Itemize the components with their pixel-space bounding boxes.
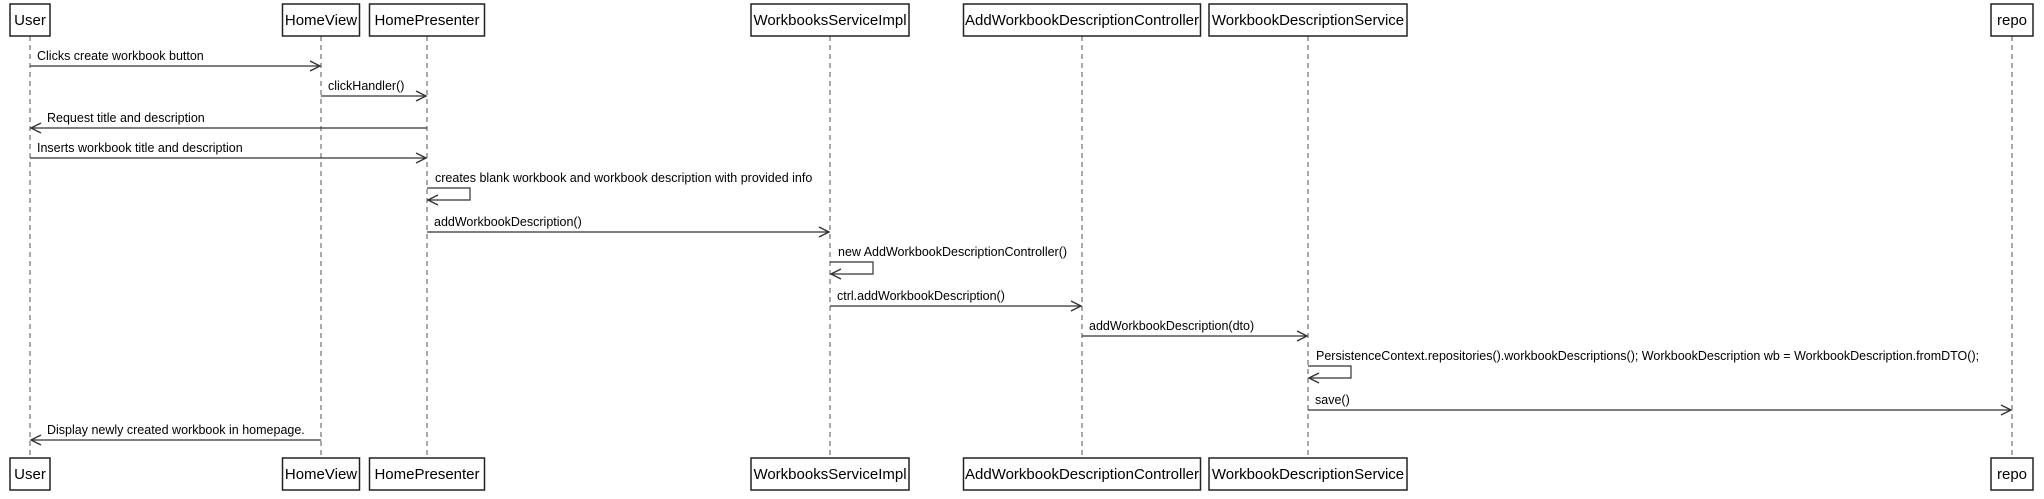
participant-label: HomeView — [285, 466, 357, 483]
participant-addworkbookdescriptioncontroller-top: AddWorkbookDescriptionController — [962, 3, 1202, 37]
message-label: Request title and description — [47, 111, 205, 125]
participant-label: HomePresenter — [374, 466, 479, 483]
participant-label: repo — [1997, 466, 2027, 483]
participant-box — [281, 3, 361, 37]
message-6: addWorkbookDescription() — [427, 215, 831, 238]
message-1: Clicks create workbook button — [30, 49, 322, 72]
message-label: creates blank workbook and workbook desc… — [435, 171, 812, 185]
participant-homeview-bottom: HomeView — [281, 457, 361, 491]
message-3: Request title and description — [29, 111, 427, 134]
self-message-line — [427, 187, 471, 201]
participant-workbookdescriptionservice-bottom: WorkbookDescriptionService — [1208, 457, 1408, 491]
participant-homeview-top: HomeView — [281, 3, 361, 37]
arrow-head — [415, 152, 428, 164]
arrow-head — [829, 268, 842, 280]
arrow-head — [309, 60, 322, 72]
arrow-head — [818, 226, 831, 238]
participant-box — [1990, 3, 2034, 37]
message-label: clickHandler() — [328, 79, 404, 93]
participant-label: AddWorkbookDescriptionController — [965, 12, 1199, 29]
arrow-head — [1307, 372, 1320, 384]
participant-box — [962, 3, 1202, 37]
message-11: save() — [1308, 393, 2013, 416]
participant-label: repo — [1997, 12, 2027, 29]
participant-user-bottom: User — [9, 457, 51, 491]
message-8: ctrl.addWorkbookDescription() — [830, 289, 1083, 312]
participant-homepresenter-top: HomePresenter — [368, 3, 486, 37]
participant-workbookdescriptionservice-top: WorkbookDescriptionService — [1208, 3, 1408, 37]
participant-user-top: User — [9, 3, 51, 37]
participant-addworkbookdescriptioncontroller-bottom: AddWorkbookDescriptionController — [962, 457, 1202, 491]
participant-box — [368, 457, 486, 491]
participant-label: User — [14, 466, 46, 483]
message-10: PersistenceContext.repositories().workbo… — [1307, 349, 1979, 384]
participant-boxes: UserUserHomeViewHomeViewHomePresenterHom… — [9, 3, 2034, 491]
message-9: addWorkbookDescription(dto) — [1082, 319, 1309, 342]
arrow-head — [1070, 300, 1083, 312]
arrow-head — [29, 122, 42, 134]
lifelines — [29, 36, 2013, 458]
participant-label: User — [14, 12, 46, 29]
participant-box — [9, 3, 51, 37]
participant-workbooksserviceimpl-top: WorkbooksServiceImpl — [750, 3, 910, 37]
participant-box — [1208, 457, 1408, 491]
message-label: addWorkbookDescription() — [434, 215, 582, 229]
participant-box — [281, 457, 361, 491]
participant-box — [1990, 457, 2034, 491]
participant-box — [1208, 3, 1408, 37]
message-7: new AddWorkbookDescriptionController() — [829, 245, 1067, 280]
participant-homepresenter-bottom: HomePresenter — [368, 457, 486, 491]
message-4: Inserts workbook title and description — [30, 141, 428, 164]
message-label: new AddWorkbookDescriptionController() — [838, 245, 1067, 259]
message-label: Display newly created workbook in homepa… — [47, 423, 305, 437]
participant-label: WorkbookDescriptionService — [1212, 12, 1404, 29]
arrow-head — [415, 90, 428, 102]
arrow-head — [1296, 330, 1309, 342]
arrow-head — [2000, 404, 2013, 416]
participant-workbooksserviceimpl-bottom: WorkbooksServiceImpl — [750, 457, 910, 491]
self-message-line — [830, 261, 874, 275]
message-5: creates blank workbook and workbook desc… — [426, 171, 812, 206]
message-label: Inserts workbook title and description — [37, 141, 243, 155]
participant-label: WorkbookDescriptionService — [1212, 466, 1404, 483]
participant-label: WorkbooksServiceImpl — [753, 12, 906, 29]
participant-box — [750, 3, 910, 37]
participant-box — [368, 3, 486, 37]
messages: Clicks create workbook button clickHandle… — [29, 49, 2013, 446]
self-message-line — [1308, 365, 1352, 379]
participant-repo-top: repo — [1990, 3, 2034, 37]
message-label: ctrl.addWorkbookDescription() — [837, 289, 1005, 303]
message-12: Display newly created workbook in homepa… — [29, 423, 321, 446]
participant-box — [962, 457, 1202, 491]
participant-box — [750, 457, 910, 491]
message-label: save() — [1315, 393, 1350, 407]
message-label: addWorkbookDescription(dto) — [1089, 319, 1254, 333]
participant-box — [9, 457, 51, 491]
participant-label: WorkbooksServiceImpl — [753, 466, 906, 483]
participant-label: HomePresenter — [374, 12, 479, 29]
arrow-head — [29, 434, 42, 446]
participant-label: HomeView — [285, 12, 357, 29]
message-2: clickHandler() — [321, 79, 428, 102]
participant-repo-bottom: repo — [1990, 457, 2034, 491]
participant-label: AddWorkbookDescriptionController — [965, 466, 1199, 483]
message-label: PersistenceContext.repositories().workbo… — [1316, 349, 1979, 363]
arrow-head — [426, 194, 439, 206]
message-label: Clicks create workbook button — [37, 49, 204, 63]
